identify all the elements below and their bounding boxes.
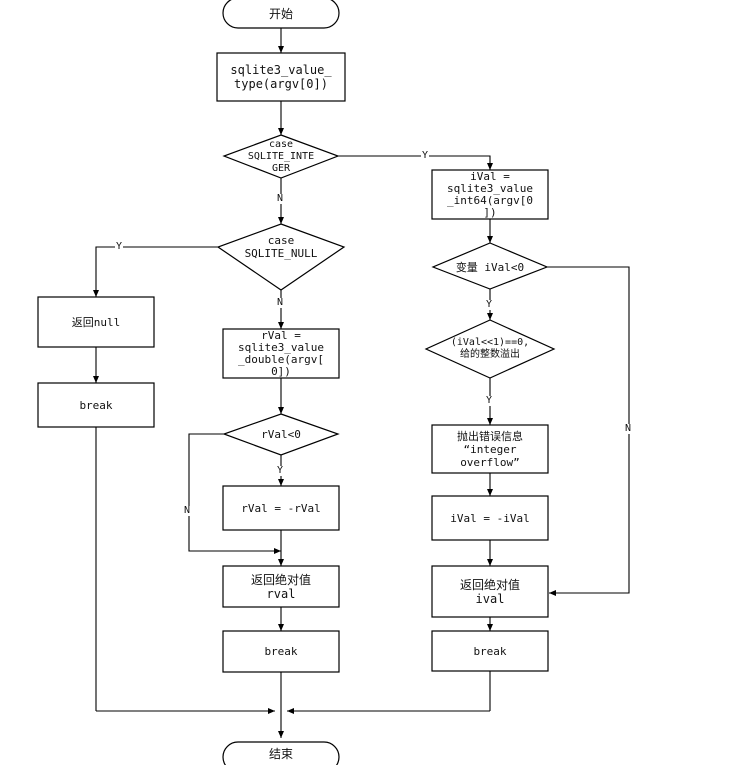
return-rval-label: 返回绝对值 rval <box>250 572 311 601</box>
break-ival-label: break <box>473 644 507 658</box>
edge-label-rval-yes: Y <box>276 465 285 476</box>
case-integer-label: case SQLITE_INTE GER <box>247 138 315 174</box>
edge-label-null-no: N <box>276 297 285 308</box>
get-type-box <box>216 52 346 102</box>
ival-negate-box <box>431 495 549 541</box>
ival-assign-box <box>431 169 549 220</box>
overflow-check-label: (iVal<<1)==0, 给的整数溢出 <box>450 337 530 360</box>
rval-negate-box <box>222 485 340 531</box>
edge-label-integer-no: N <box>276 193 285 204</box>
end-label: 结束 <box>268 747 293 761</box>
break-null-label: break <box>79 398 113 412</box>
ival-assign-label: iVal = sqlite3_value _int64(argv[0 ]) <box>446 170 534 219</box>
edge-label-ival-no: N <box>624 423 633 434</box>
break-rval-box <box>222 630 340 673</box>
ival-check-diamond <box>431 242 549 290</box>
case-integer-diamond <box>222 134 340 179</box>
start-label: 开始 <box>268 6 293 21</box>
rval-assign-box <box>222 328 340 379</box>
start-terminator <box>222 0 340 29</box>
return-ival-box <box>431 565 549 618</box>
edge-label-ival-yes: Y <box>485 299 494 310</box>
connector-lines <box>93 28 630 738</box>
return-null-box <box>37 296 155 348</box>
edge-ival-no <box>547 266 630 596</box>
rval-negate-label: rVal = -rVal <box>241 501 321 515</box>
end-terminator <box>222 741 340 765</box>
overflow-error-label: 抛出错误信息 “integer overflow” <box>457 429 523 469</box>
get-type-label: sqlite3_value_ type(argv[0]) <box>230 63 332 91</box>
rval-assign-label: rVal = sqlite3_value _double(argv[ 0]) <box>237 329 325 378</box>
edge-label-rval-no: N <box>183 505 192 516</box>
edge-integer-yes <box>338 155 493 170</box>
case-null-label: case SQLITE_NULL <box>244 234 318 260</box>
edge-rval-no <box>188 433 281 554</box>
return-rval-box <box>222 565 340 608</box>
return-ival-label: 返回绝对值 ival <box>459 577 520 606</box>
edge-label-integer-yes: Y <box>421 150 430 161</box>
return-null-label: 返回null <box>71 315 121 329</box>
break-rval-label: break <box>264 645 298 658</box>
overflow-error-box <box>431 424 549 474</box>
edge-label-overflow-yes: Y <box>485 395 494 406</box>
ival-negate-label: iVal = -iVal <box>450 511 530 525</box>
ival-check-label: 变量 iVal<0 <box>455 260 525 274</box>
edge-null-yes <box>93 246 218 297</box>
case-null-diamond <box>216 223 346 291</box>
edge-label-null-yes: Y <box>115 241 124 252</box>
overflow-check-diamond <box>424 319 556 379</box>
rval-check-label: rVal<0 <box>261 428 301 441</box>
break-null-box <box>37 382 155 428</box>
flowchart-nodes <box>37 0 556 765</box>
break-ival-box <box>431 630 549 672</box>
rval-check-diamond <box>222 413 340 456</box>
